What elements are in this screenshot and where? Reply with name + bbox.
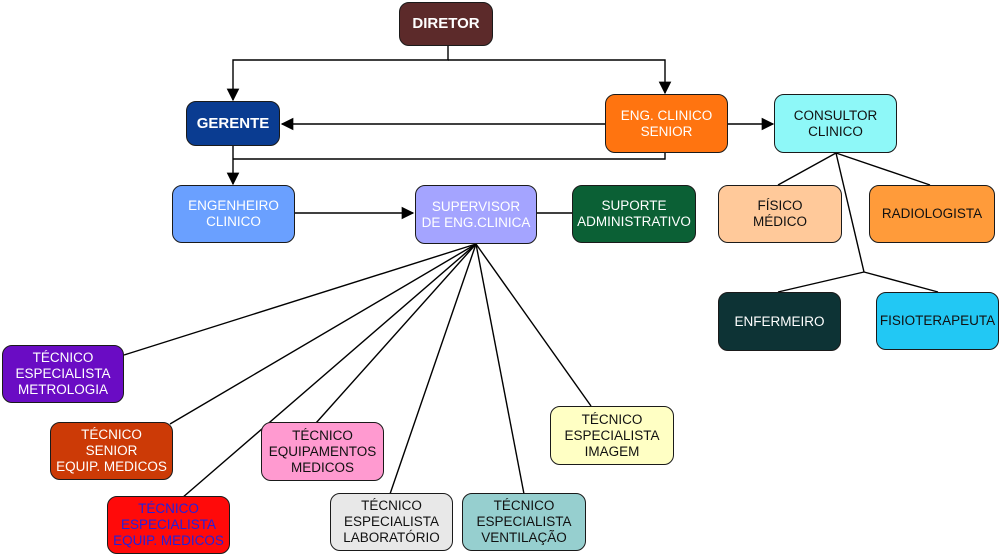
node-enfermeiro-label: ENFERMEIRO: [734, 313, 825, 329]
line-sup-laboratorio: [389, 243, 477, 495]
line-sup-senior-equip: [169, 243, 477, 425]
node-tec-esp-equip-label: TÉCNICO ESPECIALISTA EQUIP. MEDICOS: [113, 501, 224, 548]
line-sup-imagem: [475, 243, 592, 407]
node-tec-esp-metrologia: TÉCNICO ESPECIALISTA METROLOGIA: [2, 345, 124, 403]
node-consultor-clinico: CONSULTOR CLINICO: [774, 94, 897, 153]
line-sup-ventilacao: [475, 243, 525, 495]
node-fisioterapeuta: FISIOTERAPEUTA: [876, 292, 999, 350]
node-diretor-label: DIRETOR: [412, 15, 480, 32]
node-tec-senior-equip: TÉCNICO SENIOR EQUIP. MEDICOS: [50, 422, 173, 480]
node-consultor-clinico-label: CONSULTOR CLINICO: [793, 107, 878, 139]
node-gerente: GERENTE: [186, 101, 280, 146]
node-supervisor: SUPERVISOR DE ENG.CLINICA: [415, 185, 537, 244]
node-tec-esp-equip: TÉCNICO ESPECIALISTA EQUIP. MEDICOS: [107, 496, 230, 554]
node-tec-equipamentos: TÉCNICO EQUIPAMENTOS MEDICOS: [261, 422, 384, 481]
node-eng-clinico-senior-label: ENG. CLINICO SENIOR: [620, 107, 713, 139]
line-consultor-radiologista: [835, 152, 931, 186]
node-engenheiro-clinico-label: ENGENHEIRO CLINICO: [188, 198, 279, 229]
node-gerente-label: GERENTE: [196, 114, 270, 132]
node-fisioterapeuta-label: FISIOTERAPEUTA: [879, 313, 996, 328]
node-suporte-administrativo: SUPORTE ADMINISTRATIVO: [572, 185, 696, 243]
line-sup-equipamentos: [315, 243, 477, 424]
line-trunk-fisioterapeuta: [863, 271, 939, 293]
line-sup-esp-equip: [181, 243, 477, 499]
line-consultor-trunk: [835, 152, 865, 273]
node-tec-esp-imagem-label: TÉCNICO ESPECIALISTA IMAGEM: [564, 411, 660, 459]
line-gerente-eng-senior-bottom: [233, 153, 666, 160]
node-tec-esp-laboratorio-label: TÉCNICO ESPECIALISTA LABORATÓRIO: [343, 498, 440, 545]
node-eng-clinico-senior: ENG. CLINICO SENIOR: [605, 94, 728, 153]
node-tec-esp-laboratorio: TÉCNICO ESPECIALISTA LABORATÓRIO: [330, 493, 453, 551]
node-tec-esp-metrologia-label: TÉCNICO ESPECIALISTA METROLOGIA: [15, 350, 111, 397]
node-tec-equipamentos-label: TÉCNICO EQUIPAMENTOS MEDICOS: [268, 427, 377, 475]
node-engenheiro-clinico: ENGENHEIRO CLINICO: [172, 185, 295, 243]
node-tec-esp-ventilacao-label: TÉCNICO ESPECIALISTA VENTILAÇÃO: [476, 498, 572, 545]
node-tec-senior-equip-label: TÉCNICO SENIOR EQUIP. MEDICOS: [56, 427, 167, 474]
node-diretor: DIRETOR: [399, 2, 493, 46]
node-radiologista-label: RADIOLOGISTA: [881, 206, 983, 221]
node-enfermeiro: ENFERMEIRO: [718, 292, 841, 351]
node-suporte-administrativo-label: SUPORTE ADMINISTRATIVO: [577, 198, 691, 229]
line-consultor-fisico: [777, 152, 837, 186]
node-tec-esp-imagem: TÉCNICO ESPECIALISTA IMAGEM: [550, 406, 674, 465]
node-tec-esp-ventilacao: TÉCNICO ESPECIALISTA VENTILAÇÃO: [462, 493, 586, 551]
line-trunk-enfermeiro: [777, 271, 865, 293]
line-sup-metrologia: [123, 243, 477, 356]
node-fisico-medico: FÍSICO MÉDICO: [718, 185, 842, 243]
node-supervisor-label: SUPERVISOR DE ENG.CLINICA: [421, 198, 531, 230]
node-radiologista: RADIOLOGISTA: [869, 185, 995, 243]
line-diretor-gerente: [226, 46, 449, 102]
line-diretor-eng-senior: [448, 59, 672, 95]
node-fisico-medico-label: FÍSICO MÉDICO: [753, 198, 807, 229]
